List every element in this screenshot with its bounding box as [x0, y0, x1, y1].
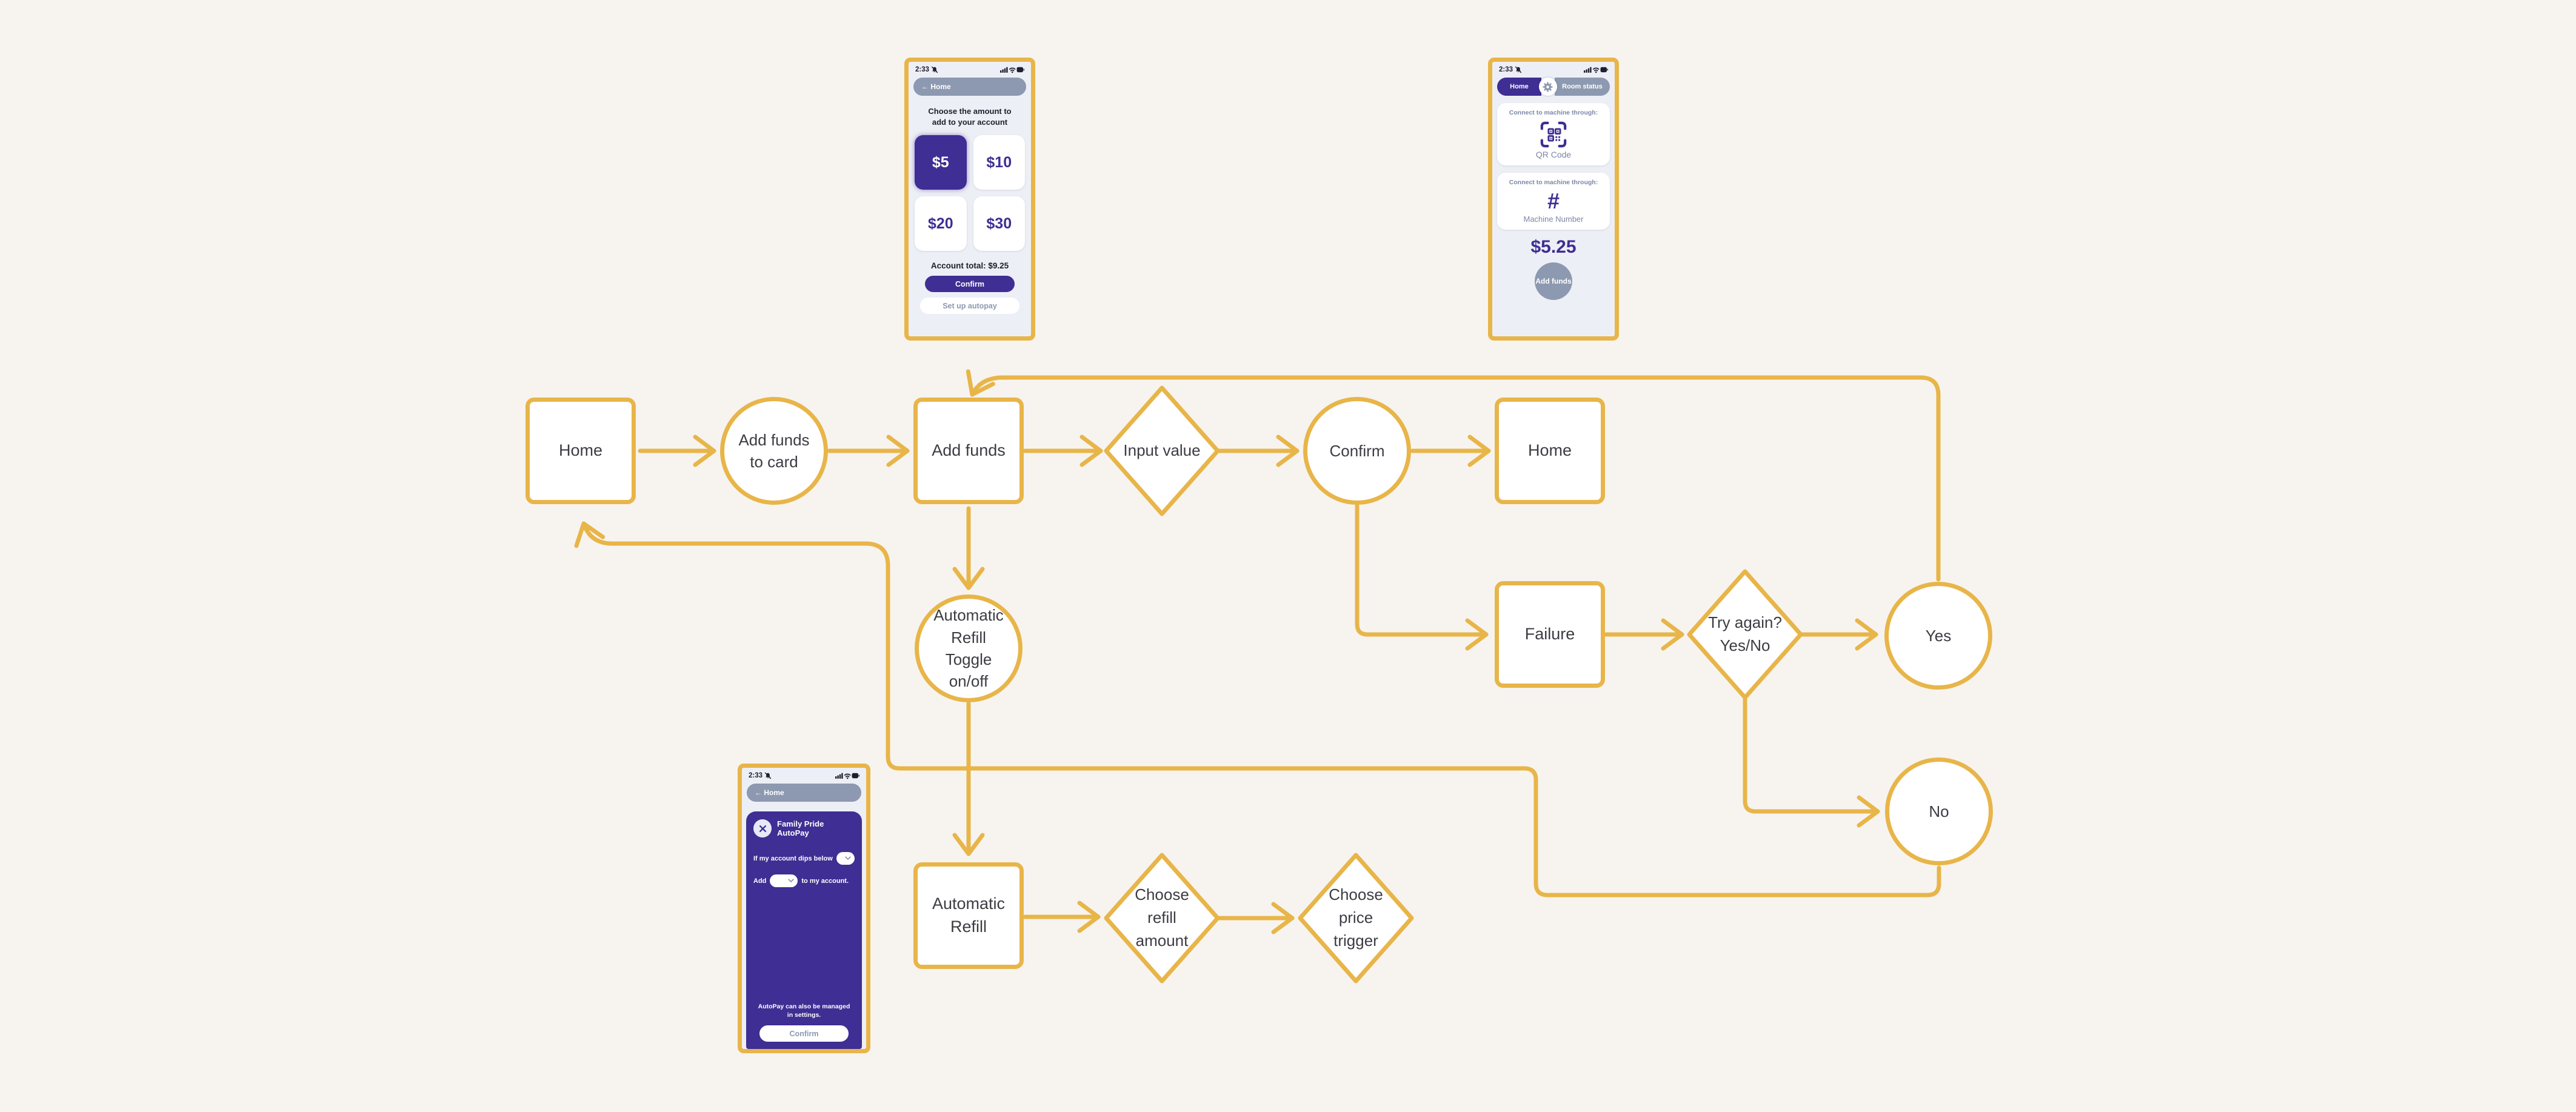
amount-tile-10[interactable]: $10	[973, 135, 1025, 190]
node-no[interactable]: No	[1885, 757, 1993, 865]
node-home-2[interactable]: Home	[1495, 398, 1605, 504]
autopay-panel: Family Pride AutoPay If my account dips …	[746, 811, 862, 1049]
node-confirm[interactable]: Confirm	[1303, 397, 1411, 505]
node-automatic-refill[interactable]: Automatic Refill	[913, 862, 1024, 969]
segmented-control: Home Room st	[1497, 78, 1610, 96]
bell-slash-icon	[1515, 66, 1522, 73]
connect-label: Connect to machine through:	[1509, 109, 1598, 116]
status-bar: 2:33	[1492, 62, 1615, 73]
hash-icon: #	[1547, 188, 1560, 213]
amount-dropdown[interactable]	[770, 874, 798, 887]
edge-no-loop-to-home	[574, 521, 1941, 897]
close-button[interactable]	[753, 819, 772, 837]
back-home-button[interactable]: ← Home	[913, 78, 1026, 96]
chevron-down-icon	[845, 856, 851, 860]
balance-amount: $5.25	[1530, 237, 1577, 258]
status-time: 2:33	[915, 66, 930, 73]
add-rule-suffix: to my account.	[801, 877, 849, 885]
bell-slash-icon	[931, 66, 938, 73]
status-bar: 2:33	[909, 62, 1031, 73]
node-failure[interactable]: Failure	[1495, 581, 1605, 688]
status-bar: 2:33	[742, 768, 866, 779]
settings-gear-button[interactable]	[1538, 78, 1557, 96]
node-try-again[interactable]: Try again? Yes/No	[1686, 568, 1804, 701]
edge-confirm-to-failure	[1355, 504, 1489, 651]
signal-wifi-battery-icons	[1000, 67, 1024, 73]
qr-code-label: QR Code	[1535, 150, 1572, 159]
qr-connect-card[interactable]: Connect to machine through:	[1497, 103, 1610, 165]
phone-add-amount-screen: 2:33 ← Home Choose the amount to add to …	[904, 58, 1035, 341]
connect-label: Connect to machine through:	[1509, 179, 1598, 186]
chevron-down-icon	[788, 879, 795, 882]
signal-wifi-battery-icons	[835, 773, 859, 779]
amount-heading: Choose the amount to add to your account	[928, 107, 1012, 127]
gear-icon	[1543, 81, 1553, 92]
node-add-funds-to-card[interactable]: Add funds to card	[720, 397, 828, 505]
tab-room-status[interactable]: Room status	[1554, 78, 1610, 96]
amount-tile-20[interactable]: $20	[915, 196, 967, 251]
phone-autopay-screen: 2:33 ← Home Fa	[738, 764, 870, 1053]
dip-rule-label: If my account dips below	[753, 854, 833, 862]
setup-autopay-button[interactable]: Set up autopay	[920, 298, 1019, 315]
confirm-button[interactable]: Confirm	[759, 1025, 849, 1042]
status-time: 2:33	[749, 772, 763, 779]
phone-connect-screen: 2:33 Home	[1488, 58, 1619, 341]
bell-slash-icon	[764, 772, 772, 779]
node-choose-price-trigger[interactable]: Choose price trigger	[1296, 851, 1415, 985]
machine-number-card[interactable]: Connect to machine through: # Machine Nu…	[1497, 173, 1610, 230]
autopay-note: AutoPay can also be managed in settings.	[758, 1002, 850, 1019]
edge-tryagain-to-no	[1743, 689, 1880, 828]
confirm-button[interactable]: Confirm	[925, 276, 1015, 293]
signal-wifi-battery-icons	[1584, 67, 1608, 73]
amount-tile-30[interactable]: $30	[973, 196, 1025, 251]
threshold-dropdown[interactable]	[836, 852, 855, 865]
edge-yes-loop-to-addfunds	[966, 369, 1941, 582]
add-rule-prefix: Add	[753, 877, 767, 885]
tab-home[interactable]: Home	[1497, 78, 1541, 96]
autopay-title: Family Pride AutoPay	[777, 819, 824, 837]
machine-number-label: Machine Number	[1523, 215, 1584, 224]
qr-code-icon	[1540, 121, 1567, 148]
add-funds-button[interactable]: Add funds	[1535, 262, 1572, 301]
node-yes[interactable]: Yes	[1884, 582, 1992, 690]
node-auto-refill-toggle[interactable]: Automatic Refill Toggle on/off	[915, 594, 1023, 702]
status-time: 2:33	[1499, 66, 1513, 73]
node-input-value[interactable]: Input value	[1103, 384, 1221, 518]
node-choose-refill-amount[interactable]: Choose refill amount	[1103, 851, 1221, 985]
amount-tile-5[interactable]: $5	[915, 135, 967, 190]
account-total-label: Account total: $9.25	[930, 261, 1009, 271]
close-icon	[759, 825, 766, 832]
node-home[interactable]: Home	[526, 398, 636, 504]
amount-grid: $5 $10 $20 $30	[915, 135, 1025, 251]
back-home-button[interactable]: ← Home	[747, 784, 861, 802]
node-add-funds[interactable]: Add funds	[913, 398, 1024, 504]
